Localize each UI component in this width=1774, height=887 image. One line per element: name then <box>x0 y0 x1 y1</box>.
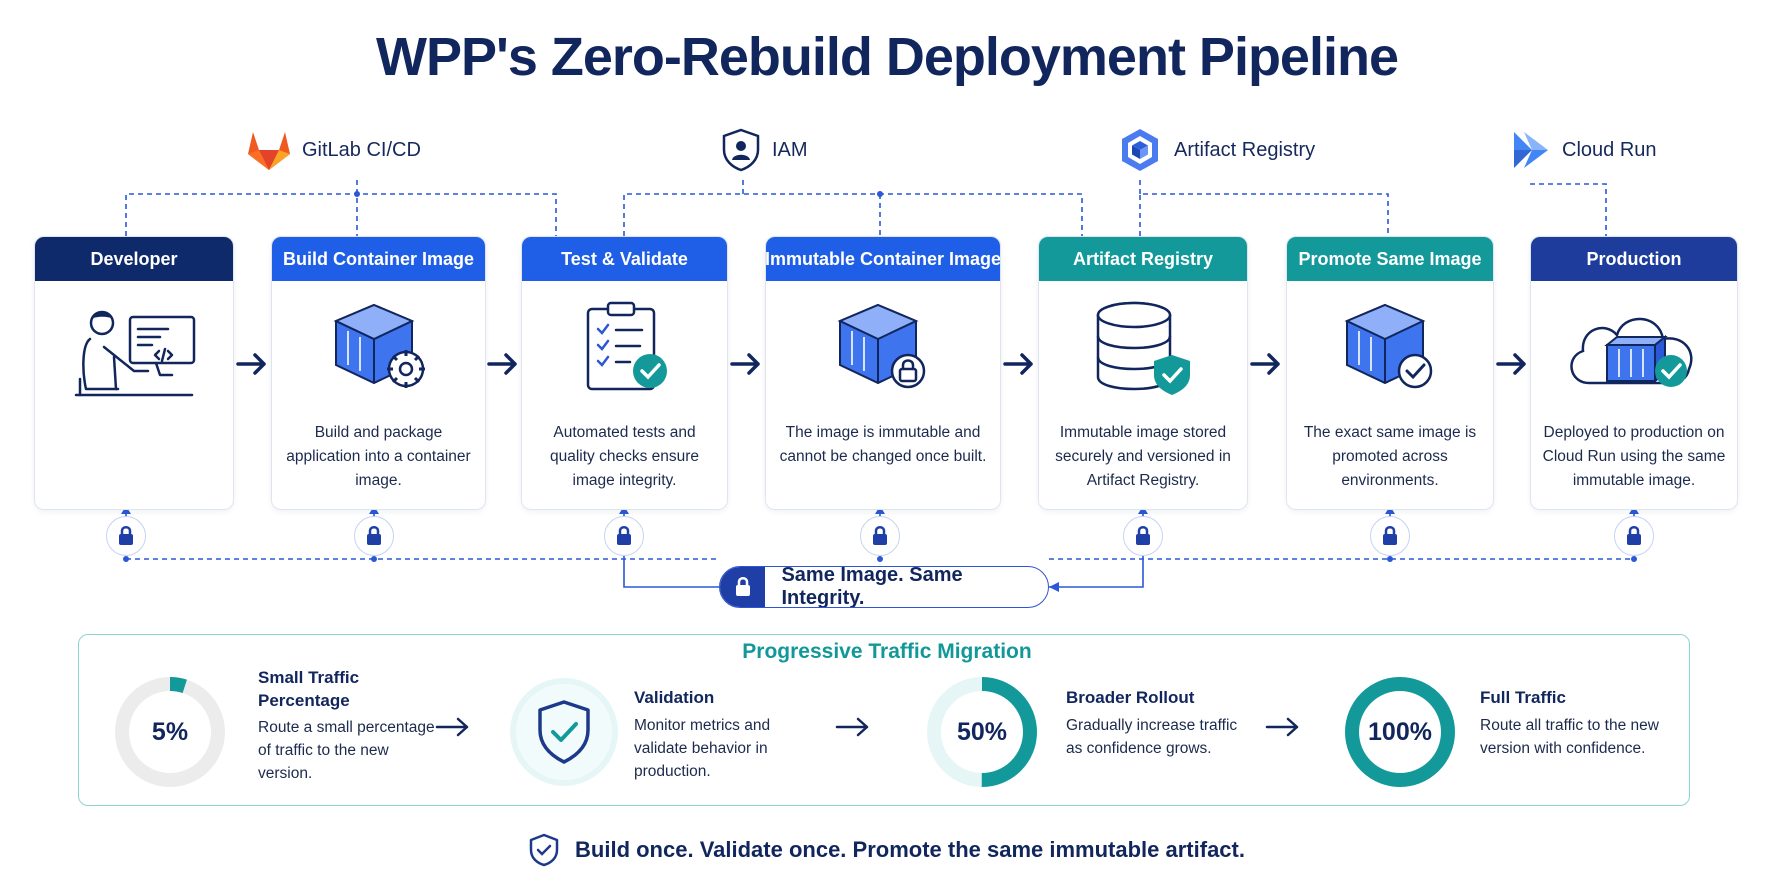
arrow-right-icon <box>1250 353 1280 375</box>
stage-desc: Automated tests and quality checks ensur… <box>549 424 700 489</box>
stage-card-artifact-registry: Artifact Registry Immutable image stored… <box>1038 236 1248 510</box>
lock-icon <box>720 567 766 607</box>
arrow-right-icon <box>730 353 760 375</box>
shield-check-icon <box>510 678 618 786</box>
service-gitlab: GitLab CI/CD <box>246 128 421 172</box>
integrity-label: Same Image. Same Integrity. <box>781 566 963 608</box>
percent-label: 100% <box>1368 717 1432 746</box>
container-lock-icon <box>837 303 926 389</box>
stage-card-build: Build Container Image Build and package … <box>271 236 486 510</box>
service-label: Artifact Registry <box>1174 138 1316 161</box>
arrow-right-icon <box>1496 353 1526 375</box>
percent-label: 5% <box>151 717 189 746</box>
stage-desc: Immutable image stored securely and vers… <box>1055 424 1231 489</box>
integrity-badge: Same Image. Same Integrity. <box>719 566 1049 608</box>
stage-title: Production <box>1531 237 1737 281</box>
step-desc: Route all traffic to the new version wit… <box>1480 717 1659 757</box>
service-label: GitLab CI/CD <box>302 138 421 161</box>
step-desc: Route a small percentage of traffic to t… <box>258 719 435 782</box>
stage-title: Developer <box>35 237 233 281</box>
step-title: Broader Rollout <box>1066 688 1195 707</box>
artifact-registry-icon <box>1122 129 1158 171</box>
database-shield-icon <box>1096 301 1190 395</box>
migration-title: Progressive Traffic Migration <box>742 640 1032 663</box>
stage-title: Promote Same Image <box>1287 237 1493 281</box>
step-title: Full Traffic <box>1480 688 1566 707</box>
page-title: WPP's Zero-Rebuild Deployment Pipeline <box>376 27 1399 87</box>
stage-desc: The image is immutable and cannot be cha… <box>779 424 987 465</box>
stage-title: Immutable Container Image <box>766 237 1000 281</box>
service-cloud-run: Cloud Run <box>1512 128 1657 172</box>
percent-label: 50% <box>956 717 1008 746</box>
stage-card-promote: Promote Same Image The exact same image … <box>1286 236 1494 510</box>
stage-desc: Deployed to production on Cloud Run usin… <box>1542 424 1726 489</box>
lock-icon <box>1614 516 1654 556</box>
lock-icon <box>604 516 644 556</box>
step-title: Validation <box>634 688 715 707</box>
lock-icon <box>860 516 900 556</box>
stage-desc: The exact same image is promoted across … <box>1303 424 1477 489</box>
cloud-run-icon <box>1514 132 1548 168</box>
progress-ring <box>1345 677 1455 787</box>
lock-icon <box>354 516 394 556</box>
shield-check-icon <box>529 833 559 867</box>
stage-card-production: Production Deployed to production on Clo… <box>1530 236 1738 510</box>
container-gear-icon <box>333 303 425 388</box>
progress-ring <box>115 677 225 787</box>
arrow-right-icon <box>236 353 266 375</box>
shield-user-icon <box>722 128 760 172</box>
arrow-right-icon <box>1265 717 1299 737</box>
checklist-check-icon <box>586 301 667 391</box>
arrow-right-icon <box>835 717 869 737</box>
arrow-right-icon <box>1003 353 1033 375</box>
service-label: Cloud Run <box>1562 138 1657 161</box>
stage-card-developer: Developer <box>34 236 234 510</box>
step-desc: Monitor metrics and validate behavior in… <box>634 717 771 780</box>
footer-text: Build once. Validate once. Promote the s… <box>575 837 1245 862</box>
service-label: IAM <box>772 138 808 161</box>
gitlab-icon <box>248 132 290 170</box>
progress-ring <box>927 677 1037 787</box>
stage-title: Build Container Image <box>272 237 485 281</box>
step-title: Small Traffic Percentage <box>258 668 360 710</box>
service-artifact-registry: Artifact Registry <box>1116 128 1315 172</box>
stage-desc: Build and package application into a con… <box>286 424 471 489</box>
stage-title: Test & Validate <box>522 237 727 281</box>
footer-tagline: Build once. Validate once. Promote the s… <box>0 830 1774 870</box>
step-desc: Gradually increase traffic as confidence… <box>1066 717 1238 757</box>
stage-card-test: Test & Validate Automated tests and qual… <box>521 236 728 510</box>
cloud-container-check-icon <box>1570 317 1693 387</box>
stage-card-immutable-image: Immutable Container Image The image is i… <box>765 236 1001 510</box>
lock-icon <box>106 516 146 556</box>
lock-icon <box>1123 516 1163 556</box>
lock-icon <box>1370 516 1410 556</box>
developer-at-computer-icon <box>74 310 196 397</box>
arrow-right-icon <box>435 717 469 737</box>
arrow-right-icon <box>487 353 517 375</box>
service-iam: IAM <box>720 128 808 172</box>
container-check-icon <box>1344 303 1433 389</box>
stage-title: Artifact Registry <box>1039 237 1247 281</box>
